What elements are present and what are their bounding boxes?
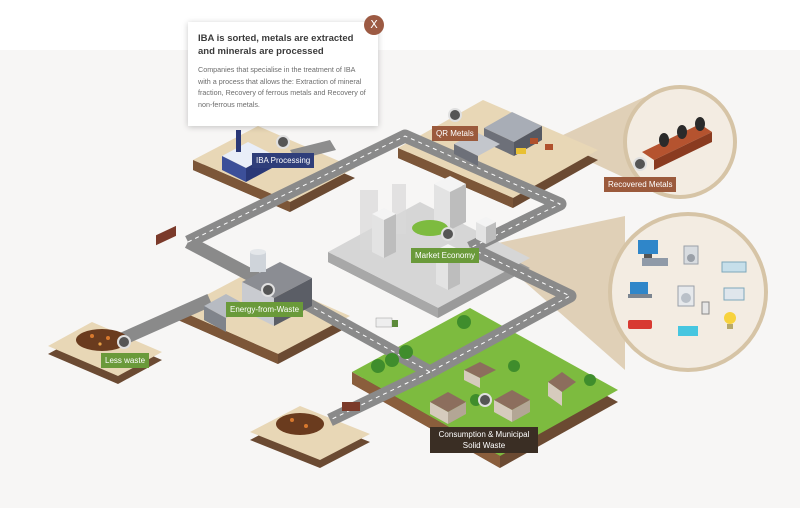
hotspots xyxy=(117,108,647,407)
zoom-cone-metals xyxy=(548,92,655,192)
recovered-metals-zoom xyxy=(623,85,737,199)
close-button[interactable]: X xyxy=(364,15,384,35)
waste-heap-1 xyxy=(76,329,128,351)
label-recovered-metals[interactable]: Recovered Metals xyxy=(604,177,677,192)
label-less-waste[interactable]: Less waste xyxy=(101,353,150,368)
info-tooltip: IBA is sorted, metals are extracted and … xyxy=(188,22,378,126)
phone-icon xyxy=(701,301,710,315)
washing-machine-icon xyxy=(683,245,699,265)
market-economy-zoom xyxy=(608,212,768,372)
label-energy-from-waste[interactable]: Energy-from-Waste xyxy=(226,302,304,317)
label-consumption[interactable]: Consumption & Municipal Solid Waste xyxy=(430,427,538,453)
label-iba-processing[interactable]: IBA Processing xyxy=(252,153,315,168)
garbage-truck-2 xyxy=(342,402,360,411)
delivery-truck xyxy=(375,317,398,328)
calculator-icon xyxy=(721,261,747,273)
monitor-icon xyxy=(638,240,668,266)
washing-machine-icon-2 xyxy=(677,285,695,307)
tablet-icon xyxy=(723,287,745,301)
tooltip-title: IBA is sorted, metals are extracted and … xyxy=(198,33,354,57)
garbage-truck-1 xyxy=(156,225,176,246)
ferrous-metal-icon xyxy=(642,117,712,170)
road-markings xyxy=(187,135,572,421)
trees xyxy=(371,315,596,406)
lightbulb-icon xyxy=(724,312,736,329)
label-market-economy[interactable]: Market Economy xyxy=(411,248,480,263)
label-qr-metals[interactable]: QR Metals xyxy=(432,126,478,141)
houses xyxy=(430,362,576,424)
waste-heap-2 xyxy=(276,413,324,435)
car-icon xyxy=(628,320,652,329)
tooltip-body: Companies that specialise in the treatme… xyxy=(198,65,366,109)
laptop-icon xyxy=(628,282,652,298)
tablet-icon-2 xyxy=(678,326,698,336)
